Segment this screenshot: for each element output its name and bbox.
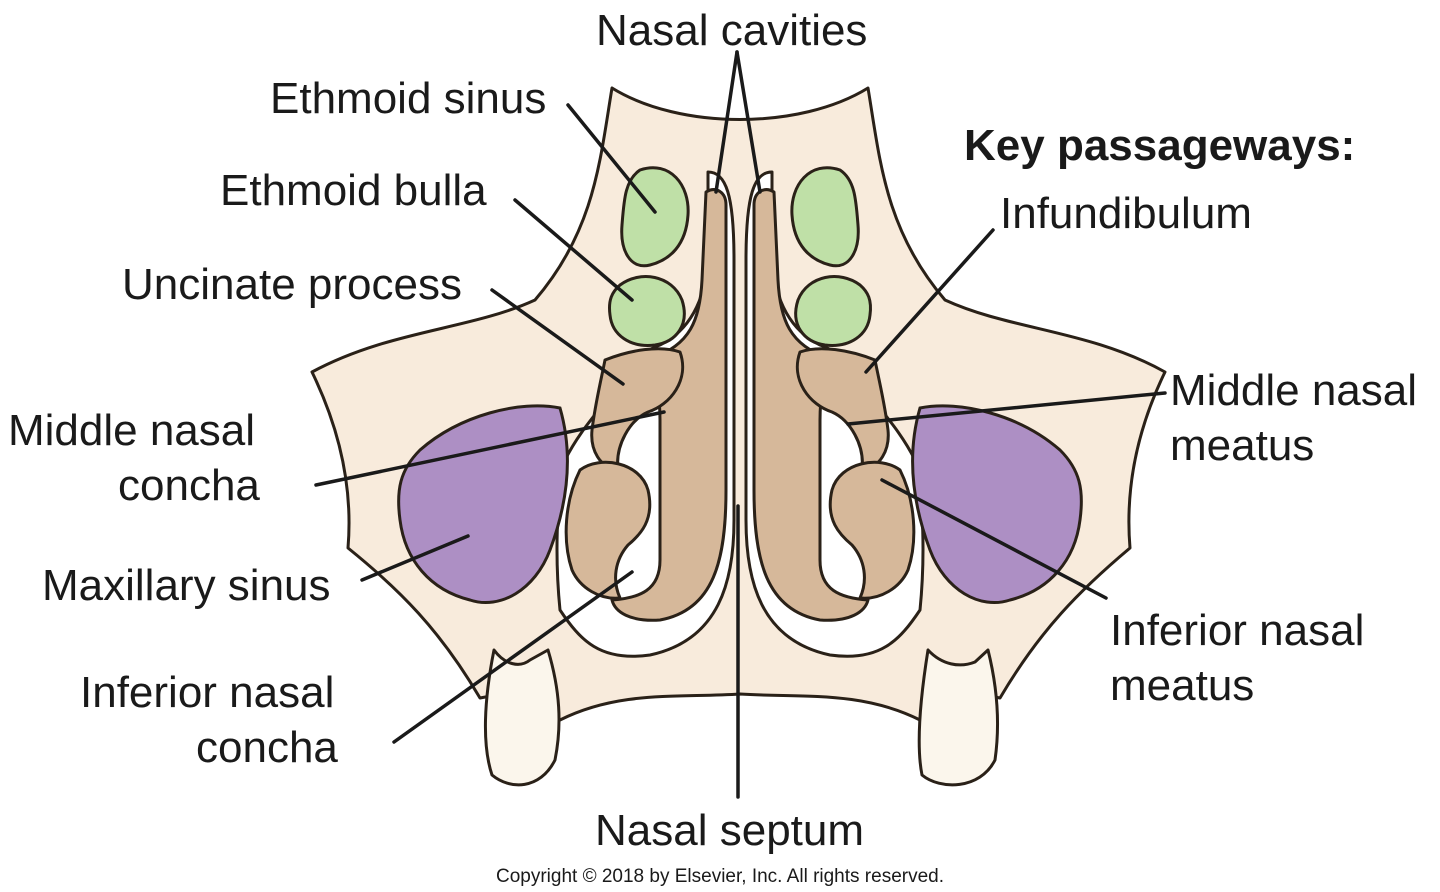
right-ethmoid-bulla [794, 275, 872, 347]
label-ethmoid-bulla: Ethmoid bulla [220, 166, 487, 215]
left-maxillary-sinus [397, 404, 569, 605]
leader-nasal-cavities-left [714, 50, 739, 194]
label-inferior-nasal-concha-line1: Inferior nasal [80, 668, 334, 717]
right-inferior-concha [828, 460, 916, 600]
label-inferior-nasal-concha-line2: concha [196, 723, 338, 772]
label-infundibulum: Infundibulum [1000, 189, 1252, 238]
left-inferior-concha [564, 460, 652, 600]
leader-ethmoid-sinus [566, 103, 657, 214]
leader-middle-nasal-concha [314, 410, 666, 487]
label-nasal-cavities: Nasal cavities [596, 6, 867, 55]
leader-infundibulum [864, 228, 995, 374]
label-key-passageways: Key passageways: [964, 121, 1355, 170]
leader-middle-nasal-meatus [846, 391, 1167, 426]
copyright-notice: Copyright © 2018 by Elsevier, Inc. All r… [496, 866, 944, 887]
label-uncinate-process: Uncinate process [122, 260, 462, 309]
label-maxillary-sinus: Maxillary sinus [42, 561, 331, 610]
right-middle-concha [795, 347, 890, 472]
label-middle-nasal-meatus-line2: meatus [1170, 421, 1314, 470]
label-nasal-septum: Nasal septum [595, 806, 864, 855]
leader-maxillary-sinus [360, 534, 470, 582]
label-inferior-nasal-meatus-line1: Inferior nasal [1110, 606, 1364, 655]
leader-inferior-nasal-concha [392, 570, 634, 744]
right-maxillary-sinus [911, 404, 1083, 605]
right-tooth [917, 648, 1000, 787]
left-tooth [483, 648, 561, 787]
leader-nasal-cavities-right [735, 50, 762, 194]
label-inferior-nasal-meatus-line2: meatus [1110, 661, 1254, 710]
label-middle-nasal-concha-line1: Middle nasal [8, 406, 255, 455]
left-ethmoid-bulla [608, 275, 686, 347]
right-ethmoid-sinus [790, 166, 860, 268]
leader-lines [314, 50, 1167, 799]
label-middle-nasal-meatus-line1: Middle nasal [1170, 366, 1417, 415]
leader-ethmoid-bulla [513, 198, 634, 302]
leader-inferior-nasal-meatus [880, 478, 1108, 600]
leader-uncinate-process [490, 288, 625, 386]
label-ethmoid-sinus: Ethmoid sinus [270, 74, 546, 123]
label-middle-nasal-concha-line2: concha [118, 461, 260, 510]
